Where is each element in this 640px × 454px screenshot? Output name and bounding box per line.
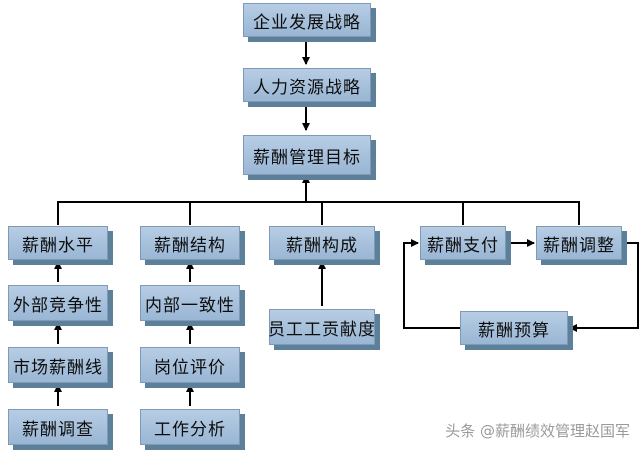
- node-pay-payment: 薪酬支付: [420, 226, 506, 260]
- node-pay-structure: 薪酬结构: [140, 226, 240, 260]
- bus-line: [57, 201, 580, 225]
- node-pay-level: 薪酬水平: [8, 226, 108, 260]
- node-job-evaluation: 岗位评价: [140, 347, 240, 383]
- node-employee-contribution: 员工工贡献度: [268, 309, 375, 345]
- node-enterprise-strategy: 企业发展战略: [243, 3, 371, 37]
- node-market-pay-line: 市场薪酬线: [8, 347, 108, 383]
- node-job-analysis: 工作分析: [140, 409, 240, 445]
- node-pay-budget: 薪酬预算: [460, 311, 568, 345]
- node-pay-management-goal: 薪酬管理目标: [243, 135, 371, 175]
- node-pay-composition: 薪酬构成: [269, 226, 375, 260]
- node-pay-survey: 薪酬调查: [8, 409, 108, 445]
- node-internal-consistency: 内部一致性: [140, 285, 240, 321]
- watermark: 头条 @薪酬绩效管理赵国军: [445, 422, 630, 440]
- node-external-competitiveness: 外部竞争性: [8, 285, 108, 321]
- node-hr-strategy: 人力资源战略: [243, 68, 371, 102]
- node-pay-adjustment: 薪酬调整: [536, 226, 622, 260]
